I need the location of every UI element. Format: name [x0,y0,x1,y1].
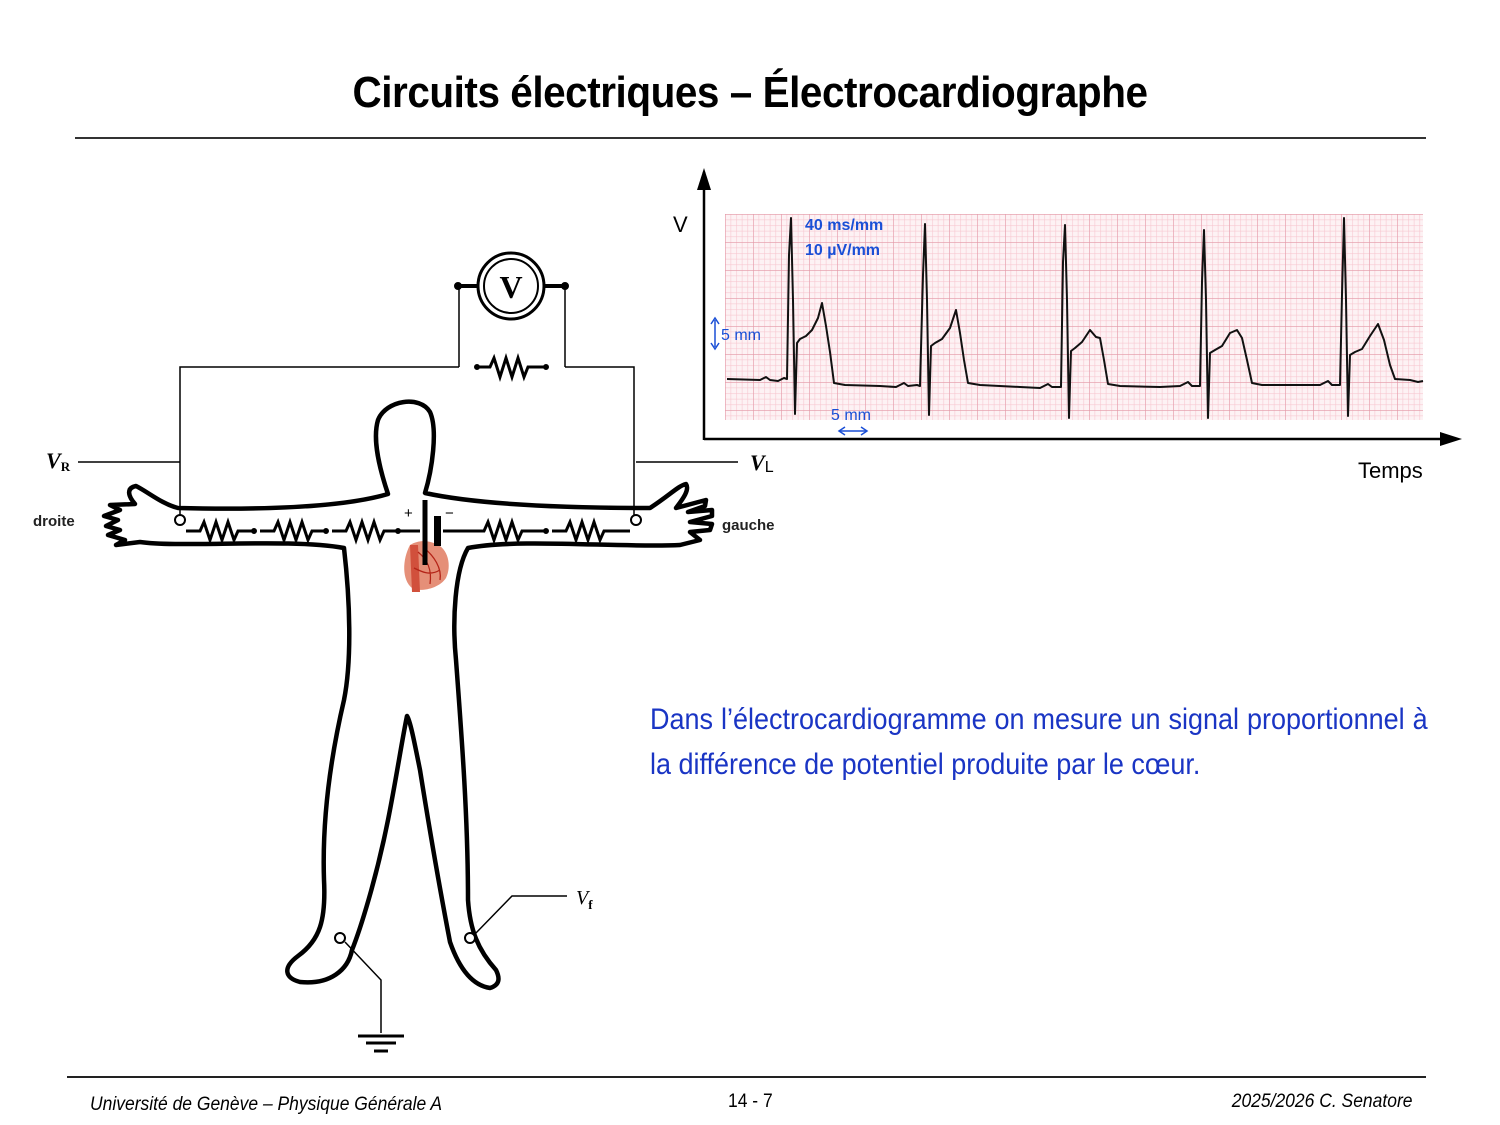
time-scale-annotation: 40 ms/mm [805,217,883,234]
body-outline [101,399,715,991]
horizontal-5mm-label: 5 mm [831,407,871,424]
battery-plus-label: + [404,505,413,522]
circuit-diagram: V [78,251,738,1053]
title-divider [75,137,1426,139]
arm-resistor-chain [174,514,642,545]
vf-label: Vf [576,887,593,912]
left-leg-electrode [464,895,567,944]
battery-minus-label: − [445,505,454,522]
horizontal-scale-marker: 5 mm [831,407,871,436]
y-axis-label: V [673,212,688,237]
footer-author: 2025/2026 C. Senatore [1231,1091,1412,1112]
right-leg-ground [334,932,404,1053]
x-axis-arrow-icon [1440,432,1462,446]
page-number: 14 - 7 [728,1091,773,1112]
voltage-scale-annotation: 10 µV/mm [805,242,880,259]
voltmeter-label: V [499,269,522,305]
battery-symbol: + − [404,500,454,565]
internal-resistor [474,353,549,382]
vertical-5mm-label: 5 mm [721,327,761,344]
slide-title: Circuits électriques – Électrocardiograp… [352,68,1148,117]
y-axis-arrow-icon [697,168,711,190]
x-axis-label: Temps [1358,458,1423,483]
right-side-label: droite [33,513,75,530]
vr-label: VR [46,448,71,474]
description-text: Dans l’électrocardiogramme on mesure un … [650,703,1428,781]
vertical-scale-marker: 5 mm [710,316,761,351]
ecg-chart: V Temps 40 ms/mm 10 µV/mm 5 mm 5 mm [673,168,1462,483]
vl-label: VL [750,450,774,476]
footer-divider [67,1076,1426,1078]
circuit-labels: VR VL Vf droite gauche [33,448,775,912]
voltmeter: V [454,251,569,321]
footer-institution: Université de Genève – Physique Générale… [90,1094,443,1115]
ecg-trace [726,217,1424,419]
left-side-label: gauche [722,517,775,534]
